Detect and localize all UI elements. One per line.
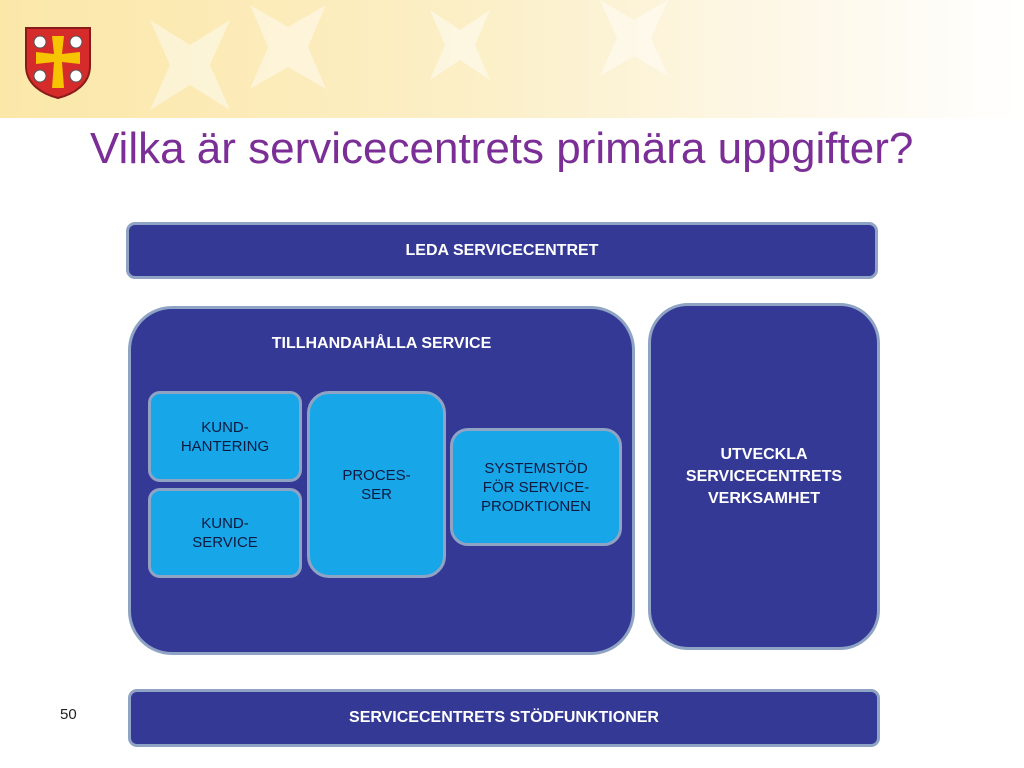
tillhandahalla-service-label: TILLHANDAHÅLLA SERVICE — [271, 335, 492, 352]
kundhantering-box: KUND- HANTERING — [148, 391, 302, 482]
kundhantering-line1: KUND- — [201, 418, 249, 436]
kundservice-line1: KUND- — [201, 515, 249, 532]
header-band — [0, 0, 1024, 118]
processer-line1: PROCES- — [342, 467, 411, 484]
utveckla-line2: SERVICECENTRETS — [685, 467, 843, 485]
coat-of-arms-icon — [25, 27, 91, 100]
processer-box: PROCES- SER — [307, 391, 446, 578]
utveckla-line1: UTVECKLA — [720, 445, 808, 463]
utveckla-line3: VERKSAMHET — [707, 489, 820, 507]
systemstod-line2: FÖR SERVICE- — [482, 478, 590, 496]
kundservice-box: KUND- SERVICE — [148, 488, 302, 578]
systemstod-line1: SYSTEMSTÖD — [484, 459, 588, 477]
leda-servicecentret-box: LEDA SERVICECENTRET — [126, 222, 878, 279]
kundhantering-line2: HANTERING — [180, 437, 270, 455]
systemstod-box: SYSTEMSTÖD FÖR SERVICE- PRODKTIONEN — [450, 428, 622, 546]
utveckla-box: UTVECKLA SERVICECENTRETS VERKSAMHET — [648, 303, 880, 650]
stodfunktioner-label: SERVICECENTRETS STÖDFUNKTIONER — [349, 709, 659, 726]
systemstod-line3: PRODKTIONEN — [480, 497, 591, 515]
decorative-crosses — [150, 0, 668, 110]
processer-line2: SER — [361, 486, 392, 503]
kundservice-line2: SERVICE — [192, 534, 258, 551]
leda-servicecentret-label: LEDA SERVICECENTRET — [405, 241, 599, 259]
page-number: 50 — [60, 706, 77, 723]
slide-title: Vilka är servicecentrets primära uppgift… — [90, 124, 914, 173]
stodfunktioner-box: SERVICECENTRETS STÖDFUNKTIONER — [128, 689, 880, 747]
